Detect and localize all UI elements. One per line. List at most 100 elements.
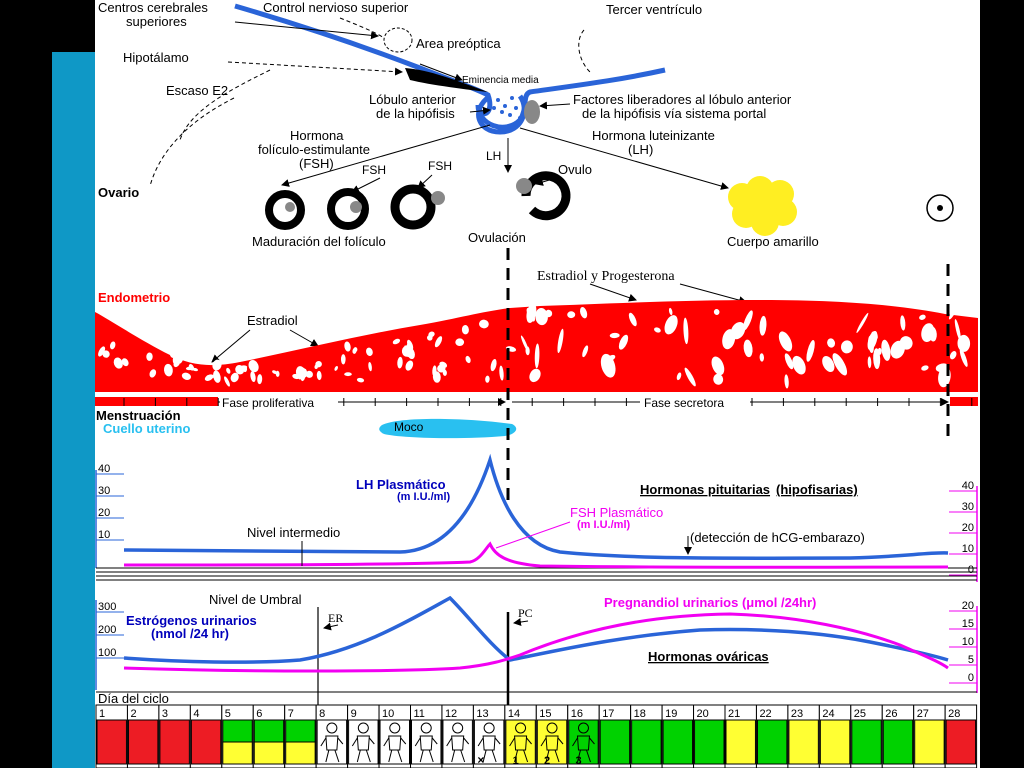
day-cell: 17 (598, 704, 632, 768)
axis-tick-label: 40 (98, 463, 110, 475)
axis-tick-label: 5 (968, 654, 974, 666)
gland-hole (102, 350, 110, 358)
baby-icon (414, 722, 438, 763)
gland-hole (461, 325, 469, 335)
gland-hole (341, 354, 346, 365)
gland-hole (109, 341, 116, 350)
gland-hole (618, 334, 629, 350)
posterior-lobe (524, 100, 540, 124)
gland-hole (292, 373, 300, 380)
baby-icon (351, 722, 375, 763)
portal-dots (492, 96, 522, 120)
label-ovulacion: Ovulación (468, 230, 526, 245)
gland-hole (582, 345, 589, 358)
gland-hole (730, 321, 746, 340)
gland-hole (683, 317, 689, 345)
gland-hole (465, 355, 471, 364)
endometrio-title: Endometrio (98, 290, 170, 305)
day-number: 26 (885, 708, 897, 720)
label-maduracion: Maduración del folículo (252, 234, 386, 249)
pc-arrow (513, 618, 529, 626)
axis-tick-label: 20 (962, 600, 974, 612)
cycle-day-label: Día del ciclo (98, 691, 169, 706)
gland-hole (368, 361, 372, 372)
day-number: 9 (351, 708, 357, 720)
day-cell: 13 (472, 704, 506, 768)
day-number: 13 (476, 708, 488, 720)
day-number: 4 (193, 708, 199, 720)
day-cell: 12 (441, 704, 474, 768)
axis-tick-label: 10 (962, 543, 974, 555)
gland-hole (676, 372, 682, 381)
estrogen-label-2: (nmol /24 hr) (151, 626, 229, 641)
gland-hole (173, 358, 181, 368)
label-nivel-intermedio: Nivel intermedio (247, 525, 340, 540)
er-arrow (323, 622, 339, 631)
day-color-box (127, 719, 159, 765)
gland-hole (792, 355, 806, 375)
preoptic-area (383, 27, 413, 53)
gland-hole (248, 360, 259, 373)
gland-hole (921, 365, 929, 371)
gland-hole (557, 328, 564, 354)
gland-hole (654, 327, 661, 333)
axis-tick-label: 100 (98, 647, 116, 659)
gland-hole (567, 311, 576, 319)
label-hcg: (detección de hCG-embarazo) (690, 530, 865, 545)
day-cell: 21 (724, 704, 757, 768)
gland-hole (179, 353, 185, 364)
left-accent-bar (52, 52, 95, 768)
gland-hole (534, 343, 540, 369)
gland-hole (442, 369, 447, 376)
axis-tick-label: 200 (98, 624, 116, 636)
gland-hole (344, 341, 351, 352)
label-lh: LH (486, 149, 501, 163)
gland-hole (778, 331, 793, 352)
label-lh-full-2: (LH) (628, 142, 653, 157)
fsh-label-1: FSH Plasmático (570, 505, 663, 520)
day-cell: 19 (661, 704, 695, 768)
axis-tick-label: 300 (98, 601, 116, 613)
label-fsh-2: FSH (428, 159, 452, 173)
pregnandiol-curve (123, 612, 949, 673)
day-number: 28 (948, 708, 960, 720)
label-area: Area preóptica (416, 36, 501, 51)
gland-hole (580, 307, 588, 319)
gland-hole (314, 364, 318, 369)
gland-hole (224, 376, 230, 387)
label-fsh-1: FSH (362, 163, 386, 177)
day-number: 24 (822, 708, 834, 720)
day-color-box (411, 719, 442, 765)
gland-hole (432, 365, 437, 377)
day-number: 12 (445, 708, 457, 720)
day-number: 22 (759, 708, 771, 720)
anatomy-arrows (149, 17, 729, 193)
day-cell: 4 (189, 704, 223, 768)
gland-hole (397, 356, 403, 369)
label-centros-1: Centros cerebrales (98, 0, 208, 15)
label-bg-proliferativa (220, 395, 338, 409)
label-lobulo-2: de la hipófisis (376, 106, 455, 121)
label-eminencia: Eminencia media (462, 75, 539, 86)
gland-hole (628, 312, 637, 327)
estrogen-label-1: Estrógenos urinarios (126, 613, 257, 628)
day-color-box (631, 719, 662, 765)
baby-icon (572, 722, 595, 763)
day-color-box (159, 719, 190, 765)
gland-hole (935, 363, 949, 373)
gland-hole (867, 356, 872, 369)
follicle-1-oocyte (285, 202, 295, 212)
label-bg-secretora (640, 395, 750, 409)
day-cell: 23 (787, 704, 820, 768)
gland-hole (822, 355, 835, 373)
day-cell: 28 (944, 704, 978, 768)
gland-hole (235, 364, 245, 375)
follicle-2 (327, 188, 369, 230)
lh-label-2: (m I.U./ml) (397, 491, 451, 503)
day-cell: 6 (252, 704, 286, 768)
label-tercer: Tercer ventrículo (606, 2, 702, 17)
day-color-box (96, 719, 127, 765)
follicle-3-oocyte (431, 191, 445, 205)
gland-hole (544, 309, 553, 318)
